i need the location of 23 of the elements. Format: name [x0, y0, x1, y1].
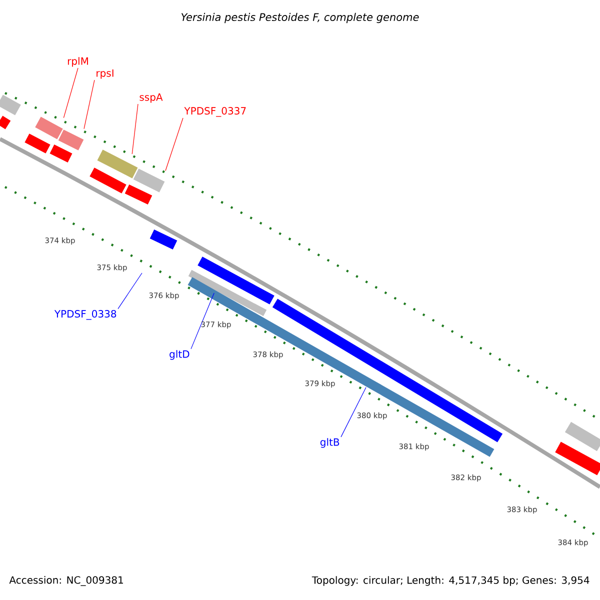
- leader-line: [63, 68, 78, 118]
- gene-bar: [188, 270, 267, 316]
- leader-line: [118, 272, 142, 310]
- gene-bar: [133, 168, 165, 192]
- gene-label: gltB: [320, 438, 340, 448]
- genome-stats-text: Topology: circular; Length: 4,517,345 bp; Genes: 3,954: [312, 576, 590, 586]
- leader-line: [165, 118, 184, 172]
- gene-bar: [188, 277, 494, 457]
- gene-label: YPDSF_0338: [54, 310, 116, 320]
- gene-label: YPDSF_0337: [184, 107, 246, 117]
- title: Yersinia pestis Pestoides F, complete genome: [181, 12, 419, 24]
- leader-line: [132, 104, 138, 154]
- gene-label: rplM: [68, 57, 88, 67]
- leader-line: [190, 292, 214, 350]
- leader-line: [84, 80, 95, 130]
- gene-label: gltD: [170, 350, 190, 360]
- gene-bar: [35, 116, 63, 140]
- gene-bar: [58, 130, 84, 150]
- gene-label: rpsI: [96, 69, 114, 79]
- leader-line: [340, 387, 366, 438]
- gene-bar: [97, 150, 138, 178]
- gene-label: sspA: [140, 93, 163, 103]
- accession-text: Accession: NC_009381: [9, 576, 123, 586]
